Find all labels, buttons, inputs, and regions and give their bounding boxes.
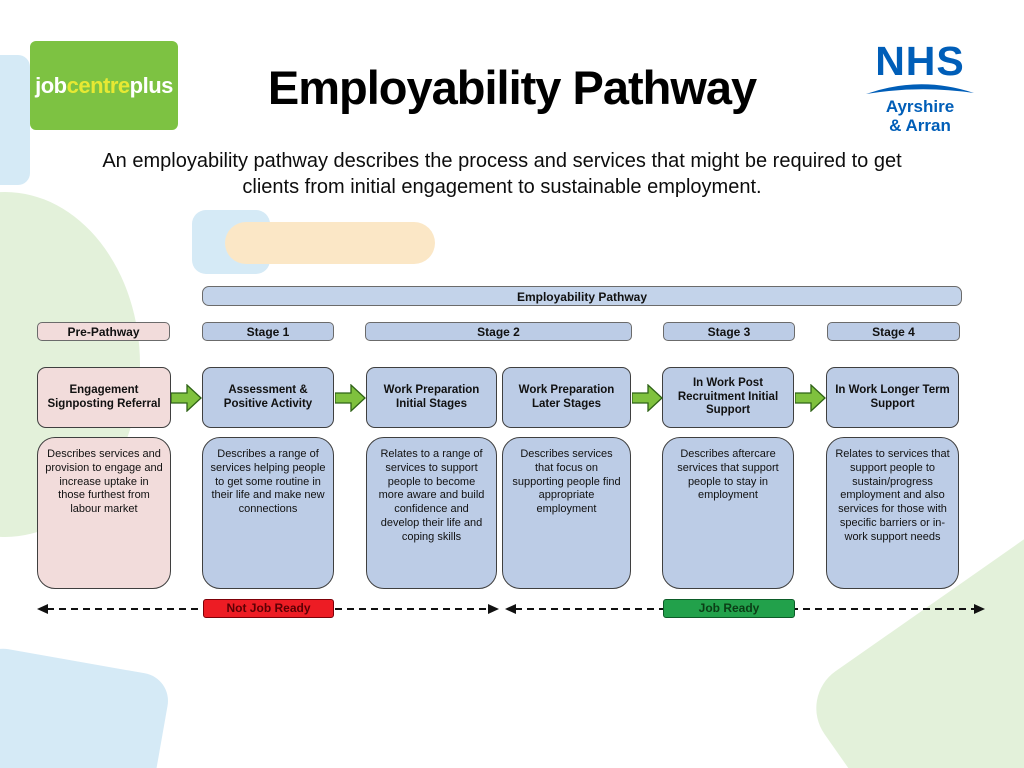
process-box-in-work-longer-term: In Work Longer Term Support [826, 367, 959, 428]
not-job-ready-badge: Not Job Ready [203, 599, 334, 618]
nhs-region-line2: & Arran [889, 115, 951, 135]
process-box-assessment: Assessment & Positive Activity [202, 367, 334, 428]
nhs-logo: NHS Ayrshire & Arran [850, 38, 990, 135]
jobcentreplus-logo-text: job [35, 72, 67, 98]
flow-arrow-icon [171, 384, 202, 412]
bg-shape-blue-strip [0, 55, 30, 185]
flow-arrow-icon [632, 384, 663, 412]
process-box-engagement: Engagement Signposting Referral [37, 367, 171, 428]
page-title: Employability Pathway [267, 61, 757, 114]
stage-header-3: Stage 3 [663, 322, 795, 341]
flow-arrow-icon [335, 384, 366, 412]
pathway-banner: Employability Pathway [202, 286, 962, 306]
job-ready-badge: Job Ready [663, 599, 795, 618]
flow-arrow-icon [795, 384, 826, 412]
description-box-stage3: Describes aftercare services that suppor… [662, 437, 794, 589]
description-box-pre-pathway: Describes services and provision to enga… [37, 437, 171, 589]
process-box-work-prep-later: Work Preparation Later Stages [502, 367, 631, 428]
stage-header-2: Stage 2 [365, 322, 632, 341]
description-box-stage1: Describes a range of services helping pe… [202, 437, 334, 589]
process-box-work-prep-initial: Work Preparation Initial Stages [366, 367, 497, 428]
description-box-stage2b: Describes services that focus on support… [502, 437, 631, 589]
process-box-in-work-post-recruitment: In Work Post Recruitment Initial Support [662, 367, 794, 428]
description-box-stage2a: Relates to a range of services to suppor… [366, 437, 497, 589]
subtitle-text: An employability pathway describes the p… [102, 150, 902, 199]
stage-header-pre-pathway: Pre-Pathway [37, 322, 170, 341]
bg-shape-peach-pill [225, 222, 435, 264]
readiness-axis-dashed-arrows [37, 604, 985, 614]
nhs-region-line1: Ayrshire [885, 96, 955, 116]
description-box-stage4: Relates to services that support people … [826, 437, 959, 589]
stage-header-4: Stage 4 [827, 322, 960, 341]
stage-header-1: Stage 1 [202, 322, 334, 341]
nhs-swoosh-icon [866, 84, 974, 94]
nhs-logo-text: NHS [875, 38, 965, 84]
